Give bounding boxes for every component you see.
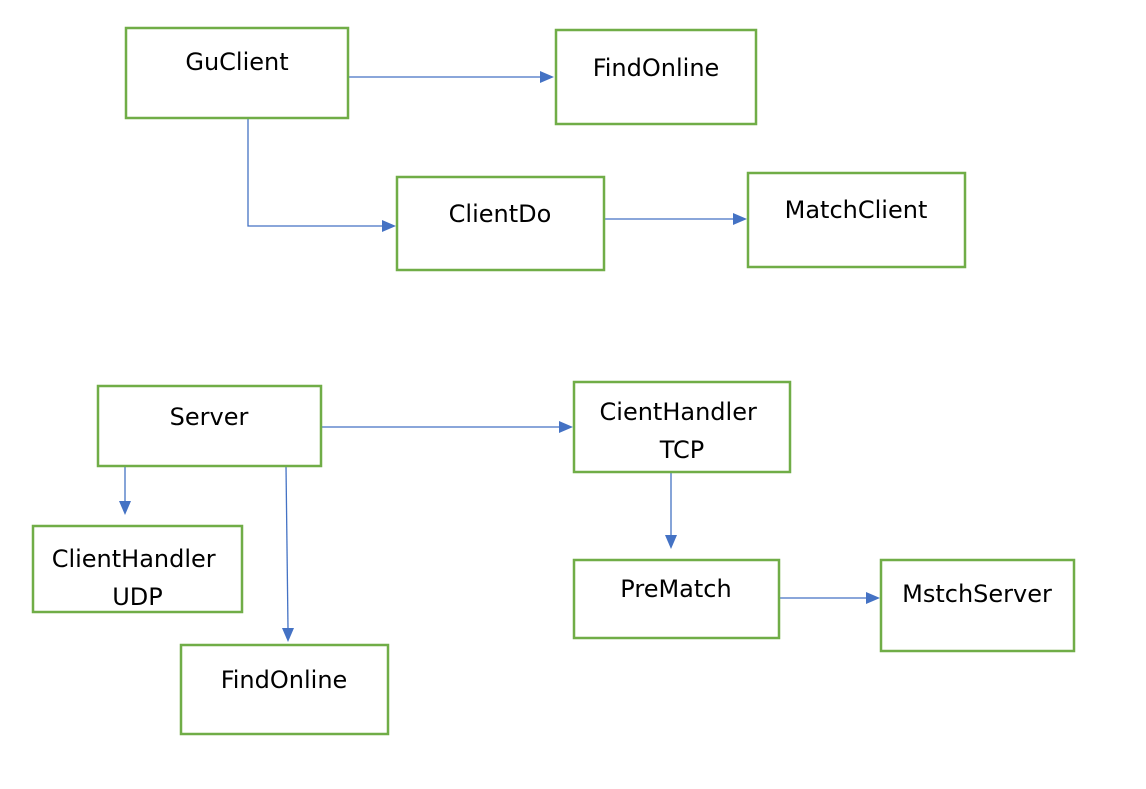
node-findonline-client[interactable]: FindOnline: [554, 28, 758, 126]
node-label-findonline-client: FindOnline: [593, 54, 720, 82]
node-server[interactable]: Server: [96, 384, 323, 468]
node-label-prematch: PreMatch: [620, 575, 731, 603]
edge-clienthandler-tcp-prematch: [665, 473, 677, 549]
node-guclient[interactable]: GuClient: [124, 26, 350, 120]
edge-guclient-findonline: [345, 71, 554, 83]
edge-server-findonline: [282, 465, 294, 642]
node-label-clienthandler-tcp: CientHandler TCP: [600, 398, 765, 464]
node-label-findonline-server: FindOnline: [221, 666, 348, 694]
edge-server-clienthandler-tcp: [321, 421, 573, 433]
node-clienthandler-udp[interactable]: ClientHandler UDP: [31, 524, 244, 614]
edge-server-clienthandler-udp: [119, 466, 131, 515]
node-clientdo[interactable]: ClientDo: [395, 175, 606, 272]
node-prematch[interactable]: PreMatch: [572, 558, 781, 640]
node-mstchserver[interactable]: MstchServer: [879, 558, 1076, 653]
node-label-clientdo: ClientDo: [449, 200, 552, 228]
edge-guclient-clientdo: [247, 118, 396, 232]
edges: [119, 71, 880, 642]
node-label-matchclient: MatchClient: [785, 196, 928, 224]
node-matchclient[interactable]: MatchClient: [746, 171, 967, 269]
edge-prematch-mstchserver: [779, 592, 880, 604]
node-findonline-server[interactable]: FindOnline: [179, 643, 390, 736]
node-clienthandler-tcp[interactable]: CientHandler TCP: [572, 380, 792, 474]
node-label-clienthandler-udp: ClientHandler UDP: [52, 545, 224, 611]
node-label-server: Server: [170, 403, 249, 431]
node-label-mstchserver: MstchServer: [902, 580, 1052, 608]
edge-clientdo-matchclient: [604, 213, 747, 225]
nodes: GuClient FindOnline ClientDo MatchClient: [31, 26, 1076, 736]
node-label-guclient: GuClient: [185, 48, 288, 76]
